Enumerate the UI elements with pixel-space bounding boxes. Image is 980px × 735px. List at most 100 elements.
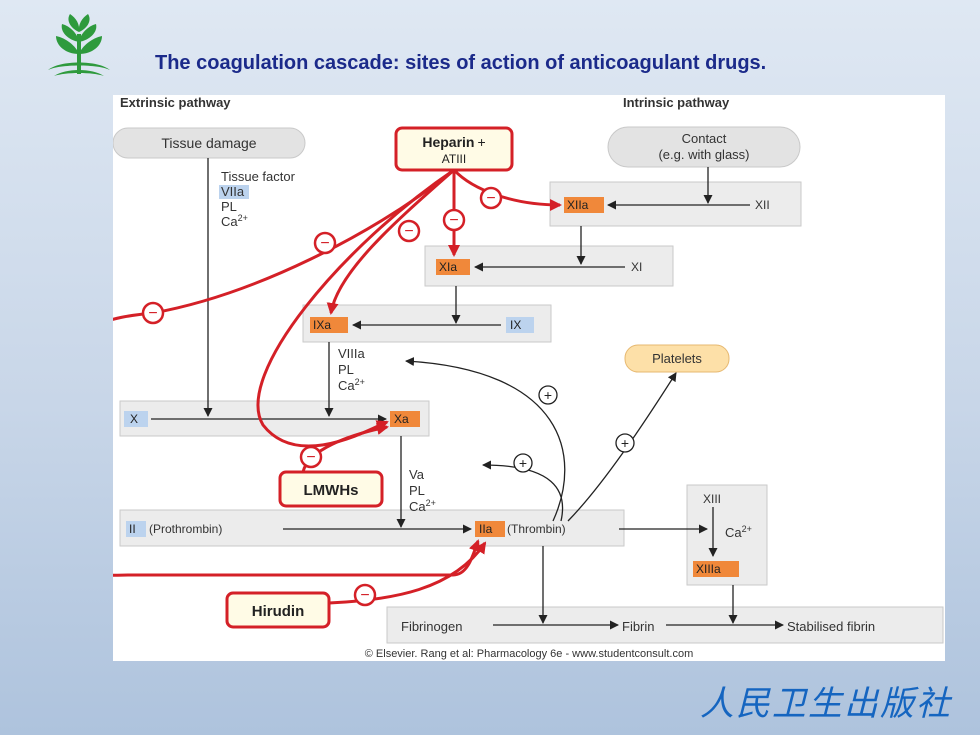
ca-sup-4: 2+ — [742, 524, 752, 534]
svg-text:Ca2+: Ca2+ — [409, 498, 436, 514]
feedback-arrow-platelets — [567, 372, 677, 522]
heparin-plus: + — [477, 134, 485, 150]
promotion-markers: + + + — [513, 385, 635, 473]
leaf-logo-icon — [48, 14, 110, 76]
ca-label-2: Ca — [338, 378, 355, 393]
tissue-damage-node — [113, 127, 306, 159]
pl-label-3: PL — [409, 483, 425, 498]
viiia-label: VIIIa — [338, 346, 366, 361]
inhibit-icon: − — [442, 208, 466, 232]
inhibit-icon: − — [299, 445, 323, 469]
svg-text:Ca2+: Ca2+ — [725, 524, 752, 540]
xa-tag — [390, 411, 420, 427]
stabilised-fibrin-label: Stabilised fibrin — [787, 619, 875, 634]
heparin-to-thrombin — [113, 168, 481, 577]
x-tag — [124, 411, 148, 427]
credit-line: © Elsevier. Rang et al: Pharmacology 6e … — [365, 648, 693, 660]
ii-tag — [126, 521, 146, 537]
xiiia-label: XIIIa — [696, 562, 721, 576]
ca-sup-3: 2+ — [426, 498, 436, 508]
viia-label: VIIa — [221, 184, 245, 199]
heparin-label: Heparin — [422, 134, 474, 150]
inhibit-icon: − — [141, 301, 165, 325]
publisher-logo-text: 人民卫生出版社 — [700, 684, 952, 724]
hirudin-to-thrombin — [328, 541, 487, 605]
ca-label-3: Ca — [409, 499, 426, 514]
ii-label: II — [129, 522, 136, 536]
atiii-label: ATIII — [442, 152, 466, 166]
pl-label-2: PL — [338, 362, 354, 377]
platelets-label: Platelets — [652, 351, 702, 366]
promote-icon: + — [513, 453, 533, 473]
diagram-panel: Extrinsic pathway Intrinsic pathway Tiss… — [113, 95, 945, 661]
xii-label: XII — [755, 198, 770, 212]
lmwhs-label: LMWHs — [304, 482, 359, 499]
promote-icon: + — [538, 385, 558, 405]
tissue-damage-label: Tissue damage — [161, 135, 256, 151]
xiia-label: XIIa — [567, 198, 589, 212]
fibrin-label: Fibrin — [622, 619, 655, 634]
inhibit-sign: − — [148, 305, 157, 322]
inhibit-icon: − — [397, 219, 421, 243]
extrinsic-heading: Extrinsic pathway — [120, 95, 231, 110]
inhibit-sign: − — [360, 587, 369, 604]
ca-sup-2: 2+ — [355, 377, 365, 387]
tissue-factor-label: Tissue factor — [221, 169, 296, 184]
inhibition-markers: − − − − − − − — [141, 186, 503, 607]
iia-label: IIa — [479, 522, 493, 536]
xiia-tag — [564, 197, 604, 213]
ixa-label: IXa — [313, 318, 331, 332]
pl-label-1: PL — [221, 199, 237, 214]
ix-tag — [506, 317, 534, 333]
svg-text:Ca2+: Ca2+ — [338, 377, 365, 393]
viia-tag — [219, 185, 249, 199]
x-label: X — [130, 412, 138, 426]
ixa-tag — [310, 317, 348, 333]
ca-label-1: Ca — [221, 214, 238, 229]
cascade-arrows — [151, 158, 784, 630]
feedback-arrow-viiia — [405, 356, 566, 522]
inhibit-icon: − — [313, 231, 337, 255]
slide-title: The coagulation cascade: sites of action… — [155, 52, 767, 74]
xiii-label: XIII — [703, 492, 721, 506]
contact-label: Contact — [682, 131, 727, 146]
promote-sign: + — [519, 455, 527, 471]
ii-box — [119, 509, 625, 547]
prothrombin-label: (Prothrombin) — [149, 522, 222, 536]
ix-label: IX — [510, 318, 521, 332]
logo — [40, 12, 118, 84]
promote-sign: + — [621, 435, 629, 451]
heparin-to-ixa — [326, 168, 455, 315]
va-label: Va — [409, 467, 425, 482]
inhibit-sign: − — [404, 223, 413, 240]
heparin-to-xiia — [452, 168, 562, 211]
svg-text:Heparin+: Heparin+ — [422, 134, 485, 150]
xia-tag — [436, 259, 470, 275]
fibrinogen-label: Fibrinogen — [401, 619, 462, 634]
inhibit-sign: − — [449, 212, 458, 229]
inhibit-icon: − — [353, 583, 377, 607]
hirudin-label: Hirudin — [252, 603, 305, 620]
inhibit-sign: − — [306, 449, 315, 466]
iia-tag — [475, 521, 505, 537]
thrombin-label: (Thrombin) — [507, 522, 566, 536]
lmwhs-box — [278, 470, 384, 508]
ca-sup-1: 2+ — [238, 213, 248, 223]
contact-example-label: (e.g. with glass) — [658, 147, 749, 162]
promote-sign: + — [544, 387, 552, 403]
contact-node — [607, 126, 801, 168]
coagulation-cascade-diagram: Extrinsic pathway Intrinsic pathway Tiss… — [113, 95, 944, 660]
ca-label-4: Ca — [725, 525, 742, 540]
feedback-arrow-va — [482, 460, 564, 522]
platelets-node — [624, 344, 730, 373]
xiiia-tag — [693, 561, 739, 577]
hirudin-box — [225, 591, 331, 629]
xia-label: XIa — [439, 260, 457, 274]
promote-icon: + — [615, 433, 635, 453]
xi-label: XI — [631, 260, 642, 274]
inhibit-sign: − — [320, 235, 329, 252]
fibrin-box — [386, 606, 944, 644]
inhibit-icon: − — [479, 186, 503, 210]
xa-label: Xa — [394, 412, 409, 426]
inhibit-sign: − — [486, 190, 495, 207]
